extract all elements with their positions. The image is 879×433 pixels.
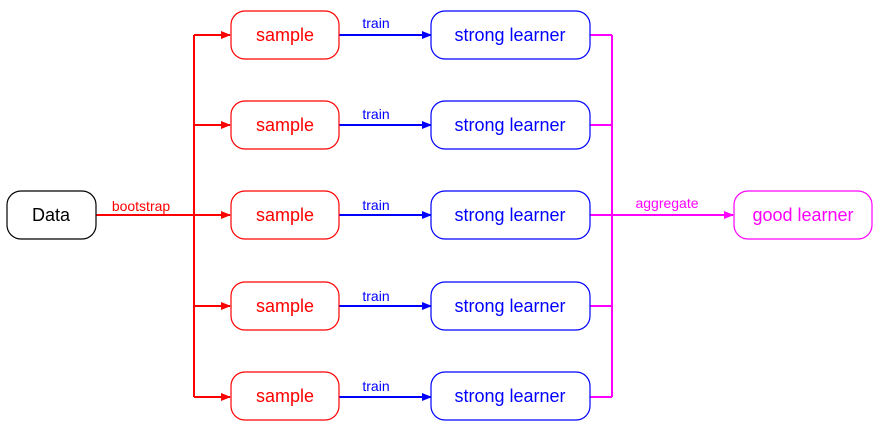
strong-learner-node: strong learner bbox=[430, 371, 591, 421]
train-label-4: train bbox=[362, 288, 389, 304]
strong-learner-box bbox=[430, 281, 591, 331]
strong-learner-node: strong learner bbox=[430, 100, 591, 150]
bootstrap-connectors: bootstrap bbox=[96, 31, 231, 401]
sample-node: sample bbox=[230, 10, 340, 60]
train-label-3: train bbox=[362, 197, 389, 213]
sample-nodes: sample sample sample sample sample bbox=[230, 10, 340, 421]
good-learner-box bbox=[733, 190, 873, 240]
data-node: Data bbox=[6, 190, 97, 240]
sample-node-label: sample bbox=[256, 205, 314, 225]
aggregate-label: aggregate bbox=[635, 195, 698, 211]
train-connectors: train train train train train bbox=[339, 15, 432, 401]
strong-learner-box bbox=[430, 10, 591, 60]
strong-learner-box bbox=[430, 100, 591, 150]
sample-node-box bbox=[230, 371, 340, 421]
sample-node-label: sample bbox=[256, 386, 314, 406]
train-label-5: train bbox=[362, 378, 389, 394]
strong-learner-label: strong learner bbox=[454, 386, 565, 406]
train-label-1: train bbox=[362, 15, 389, 31]
sample-node-label: sample bbox=[256, 25, 314, 45]
strong-learner-label: strong learner bbox=[454, 296, 565, 316]
learner-nodes: strong learner strong learner strong lea… bbox=[430, 10, 591, 421]
strong-learner-node: strong learner bbox=[430, 10, 591, 60]
strong-learner-box bbox=[430, 190, 591, 240]
strong-learner-node: strong learner bbox=[430, 190, 591, 240]
train-label-2: train bbox=[362, 106, 389, 122]
strong-learner-box bbox=[430, 371, 591, 421]
good-learner-label: good learner bbox=[752, 205, 853, 225]
strong-learner-node: strong learner bbox=[430, 281, 591, 331]
sample-node-box bbox=[230, 100, 340, 150]
strong-learner-label: strong learner bbox=[454, 115, 565, 135]
sample-node: sample bbox=[230, 100, 340, 150]
sample-node: sample bbox=[230, 281, 340, 331]
strong-learner-label: strong learner bbox=[454, 205, 565, 225]
data-node-box bbox=[6, 190, 97, 240]
sample-node-label: sample bbox=[256, 296, 314, 316]
strong-learner-label: strong learner bbox=[454, 25, 565, 45]
sample-node-box bbox=[230, 190, 340, 240]
sample-node-label: sample bbox=[256, 115, 314, 135]
sample-node-box bbox=[230, 281, 340, 331]
aggregate-connectors: aggregate bbox=[590, 34, 734, 398]
good-learner-node: good learner bbox=[733, 190, 873, 240]
sample-node: sample bbox=[230, 190, 340, 240]
bootstrap-label: bootstrap bbox=[112, 198, 171, 214]
sample-node-box bbox=[230, 10, 340, 60]
sample-node: sample bbox=[230, 371, 340, 421]
data-node-label: Data bbox=[32, 205, 71, 225]
